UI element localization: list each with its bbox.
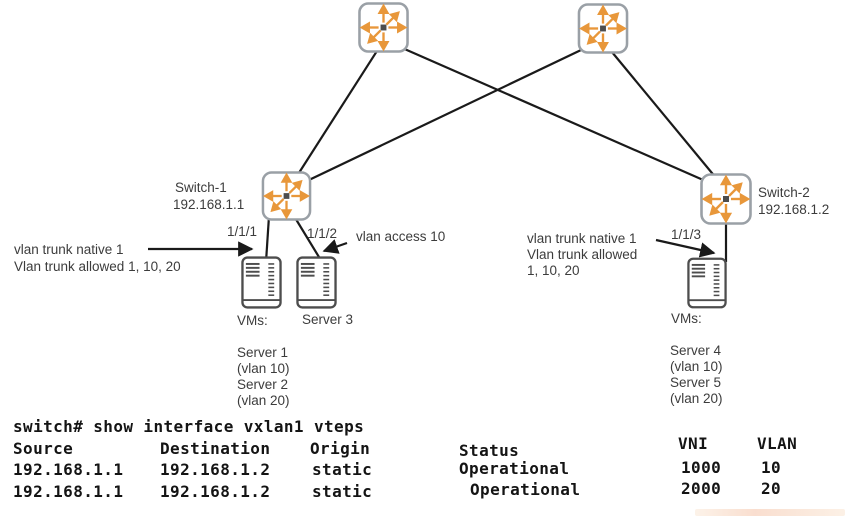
server4-host-icon: [687, 257, 727, 309]
right-trunk-vlans-label: 1, 10, 20: [527, 263, 580, 278]
link-spine2-switch2: [601, 39, 727, 191]
cli-header-origin: Origin: [310, 439, 371, 458]
right-trunk-allowed-label: Vlan trunk allowed: [527, 247, 638, 262]
cli-row2-origin: static: [312, 482, 373, 501]
switch2-name: Switch-2: [758, 185, 810, 200]
left-trunk-allowed-label: Vlan trunk allowed 1, 10, 20: [14, 259, 181, 274]
cli-header-vlan: VLAN: [757, 434, 798, 453]
left-vm-2: Server 2: [237, 377, 289, 392]
right-vms-title: VMs:: [671, 311, 702, 326]
switch1-icon: [261, 171, 312, 221]
switch2-icon: [700, 173, 752, 225]
cli-command: switch# show interface vxlan1 vteps: [13, 417, 365, 436]
cli-row1-vlan: 10: [761, 458, 782, 477]
left-trunk-native-label: vlan trunk native 1: [14, 242, 124, 257]
server3-host-icon: [296, 256, 337, 309]
switch1-name: Switch-1: [175, 180, 227, 195]
left-vm-1-vlan: (vlan 10): [237, 361, 290, 376]
cli-row1-vni: 1000: [681, 458, 722, 477]
port-label-1-1-2: 1/1/2: [307, 226, 338, 241]
spine1-switch-icon: [358, 2, 409, 53]
switch2-ip: 192.168.1.2: [758, 202, 830, 217]
cli-row1-destination: 192.168.1.2: [160, 460, 271, 479]
right-vm-2: Server 5: [670, 375, 722, 390]
left-vms-title: VMs:: [237, 313, 268, 328]
fabric-links: [264, 38, 728, 263]
cli-row2-destination: 192.168.1.2: [160, 482, 271, 501]
left-vm-1: Server 1: [237, 345, 289, 360]
left-vm-list: Server 1 (vlan 10) Server 2 (vlan 20): [237, 345, 290, 409]
right-trunk-arrow: [655, 238, 716, 258]
link-spine2-switch1: [287, 39, 603, 191]
highlight-artifact: [695, 509, 845, 516]
link-switch1-server3: [293, 215, 323, 263]
link-switch1-server1: [264, 215, 271, 263]
cli-header-status: Status: [459, 441, 520, 460]
right-vm-1-vlan: (vlan 10): [670, 359, 723, 374]
switch1-ip: 192.168.1.1: [173, 197, 245, 212]
access-vlan-arrow: [322, 239, 348, 254]
annotation-arrows: [148, 238, 716, 258]
cli-row1-status: Operational: [459, 459, 570, 478]
spine2-switch-icon: [577, 3, 629, 54]
server3-label: Server 3: [302, 312, 354, 327]
cli-header-source: Source: [13, 439, 74, 458]
cli-header-destination: Destination: [160, 439, 271, 458]
right-vm-2-vlan: (vlan 20): [670, 391, 723, 406]
access-vlan-label: vlan access 10: [356, 229, 446, 244]
link-spine1-switch1: [287, 39, 385, 191]
cli-row2-source: 192.168.1.1: [13, 482, 124, 501]
right-trunk-native-label: vlan trunk native 1: [527, 231, 637, 246]
cli-row2-status: Operational: [470, 480, 581, 499]
cli-row2-vlan: 20: [761, 479, 782, 498]
server1-host-icon: [241, 256, 282, 309]
cli-row1-origin: static: [312, 460, 373, 479]
link-spine1-switch2: [383, 38, 727, 192]
port-label-1-1-1: 1/1/1: [227, 224, 258, 239]
left-vm-2-vlan: (vlan 20): [237, 393, 290, 408]
cli-row2-vni: 2000: [681, 479, 722, 498]
cli-row1-source: 192.168.1.1: [13, 460, 124, 479]
right-vm-1: Server 4: [670, 343, 722, 358]
port-label-1-1-3: 1/1/3: [671, 227, 702, 242]
cli-header-vni: VNI: [678, 434, 709, 453]
right-vm-list: Server 4 (vlan 10) Server 5 (vlan 20): [670, 343, 723, 407]
